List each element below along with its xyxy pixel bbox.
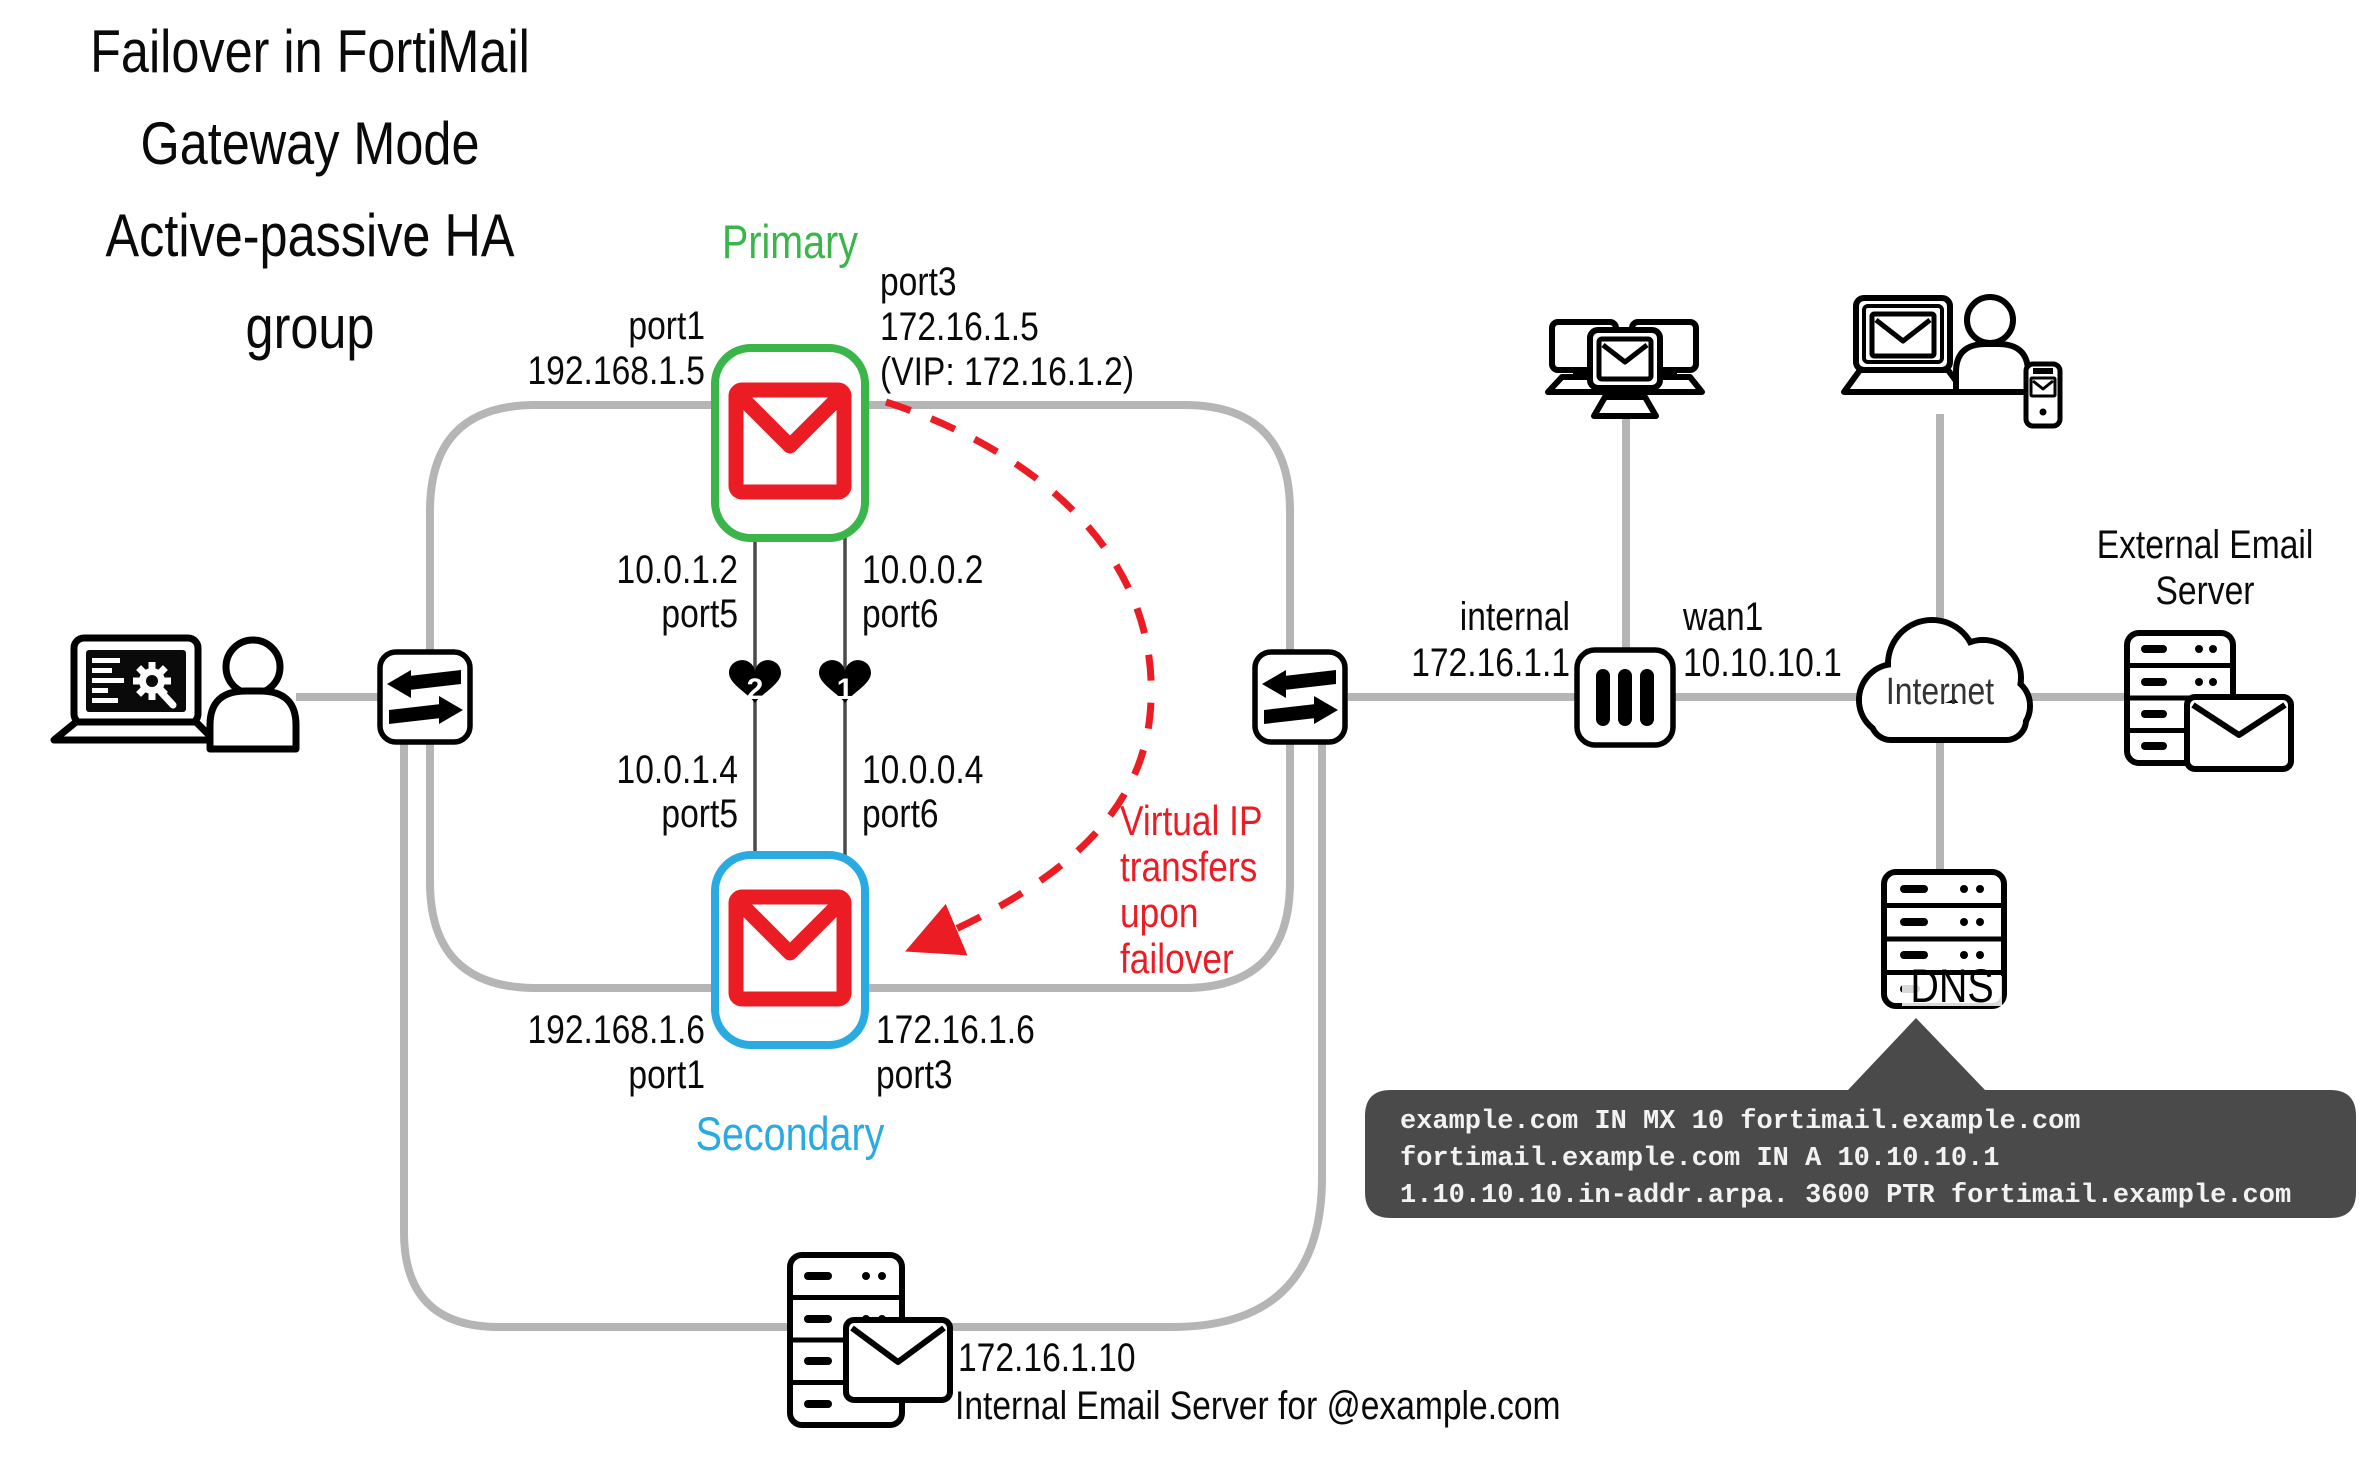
dns-records-callout — [1365, 1018, 2356, 1218]
title-line: Active-passive HA — [105, 202, 515, 269]
title-line: Gateway Mode — [140, 110, 480, 177]
dns-server-icon — [1881, 869, 2007, 1009]
phone-icon — [2023, 361, 2063, 429]
internal-workstations-icon — [1545, 319, 1705, 419]
internal-server-caption: Internal Email Server for @example.com — [955, 1384, 1561, 1428]
wan-network-label: wan1 10.10.10.1 — [1683, 595, 1842, 685]
firewall-icon — [1574, 647, 1676, 748]
right-switch-icon — [1252, 649, 1348, 745]
admin-person-icon — [206, 636, 300, 753]
left-switch-icon — [377, 649, 473, 745]
monitor-envelope-icon — [1596, 336, 1654, 382]
internal-server-loop-line — [400, 744, 1326, 1331]
remote-email-user-icon — [1841, 294, 2063, 429]
remote-person-icon — [1953, 294, 2031, 395]
primary-port3-label: port3 172.16.1.5 (VIP: 172.16.1.2) — [880, 260, 1135, 394]
primary-envelope-icon — [728, 382, 852, 500]
heartbeat2-primary-label: 10.0.1.2 port5 — [616, 548, 738, 636]
heart-2-icon — [729, 660, 781, 703]
internal-email-server-icon — [787, 1252, 953, 1428]
heart-2-number: 2 — [746, 673, 764, 706]
external-envelope-icon — [2184, 694, 2294, 772]
admin-laptop-icon — [50, 634, 218, 744]
internal-server-ip: 172.16.1.10 — [958, 1336, 1136, 1380]
heart-1-number: 1 — [836, 673, 854, 706]
secondary-port1-label: 192.168.1.6 port1 — [527, 1008, 705, 1097]
secondary-label: Secondary — [695, 1107, 885, 1160]
internal-envelope-icon — [843, 1317, 953, 1403]
wrench-icon — [156, 687, 177, 709]
secondary-envelope-icon — [728, 889, 852, 1007]
secondary-fortimail-icon — [711, 851, 869, 1049]
heartbeat1-primary-label: 10.0.0.2 port6 — [862, 548, 984, 636]
heartbeat1-secondary-label: 10.0.0.4 port6 — [862, 748, 984, 836]
external-email-server-icon — [2124, 630, 2294, 772]
external-server-label: External Email Server — [2096, 523, 2314, 613]
dns-records-text: example.com IN MX 10 fortimail.example.c… — [1400, 1107, 2292, 1211]
ha-ring-line — [426, 401, 1294, 992]
internet-cloud-icon — [1856, 617, 2033, 743]
laptop-envelope-icon — [1869, 311, 1937, 359]
gear-icon — [133, 662, 177, 709]
dns-label: DNS — [1910, 959, 1994, 1012]
primary-fortimail-icon — [711, 344, 869, 542]
title-line: group — [245, 294, 375, 361]
admin-user-icon — [50, 634, 300, 753]
secondary-port3-label: 172.16.1.6 port3 — [876, 1008, 1035, 1097]
failover-arrow — [884, 398, 1155, 956]
primary-port1-label: port1 192.168.1.5 — [527, 304, 705, 393]
internet-label: Internet — [1885, 671, 1995, 713]
title-line: Failover in FortiMail — [90, 18, 530, 85]
primary-label: Primary — [721, 215, 858, 268]
heart-1-icon — [819, 660, 871, 703]
failover-note: Virtual IP transfers upon failover — [1120, 797, 1263, 982]
heartbeat2-secondary-label: 10.0.1.4 port5 — [616, 748, 738, 836]
diagram-title: Failover in FortiMail Gateway Mode Activ… — [50, 6, 571, 374]
internal-network-label: internal 172.16.1.1 — [1411, 595, 1570, 685]
